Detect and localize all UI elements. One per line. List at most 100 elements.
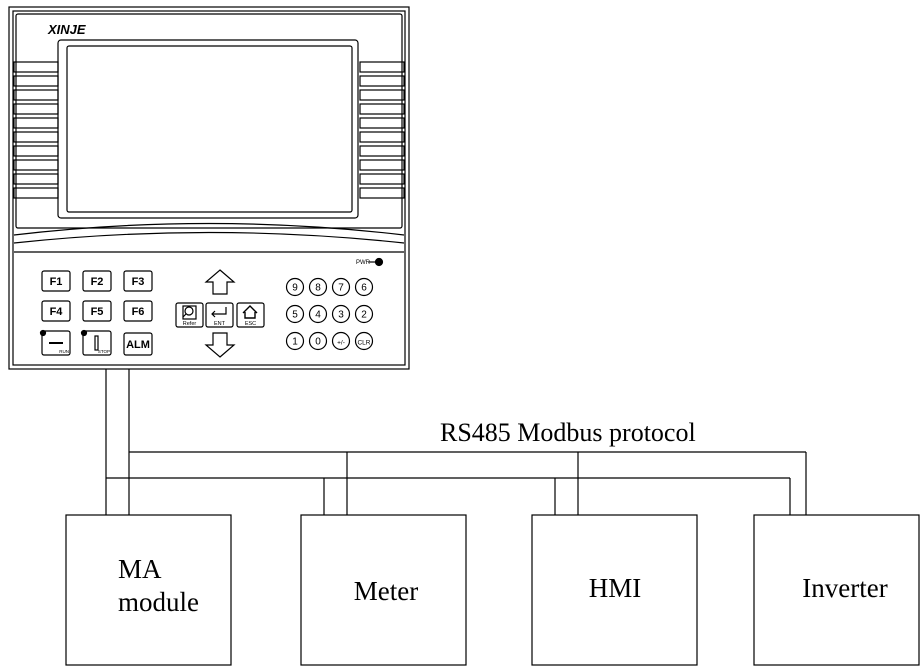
home-icon — [242, 305, 258, 319]
numpad-key-circle — [354, 331, 374, 351]
refer-key[interactable] — [175, 302, 204, 328]
f3-key[interactable] — [123, 270, 153, 292]
numpad-key-circle — [285, 277, 305, 297]
numpad-key[interactable]: CLR — [354, 331, 374, 351]
vent-slot — [13, 89, 59, 101]
f4-key-label: F4 — [50, 306, 64, 318]
f6-key[interactable] — [123, 300, 153, 322]
bus-protocol-label: RS485 Modbus protocol — [440, 418, 696, 447]
inverter-label: Inverter — [802, 573, 887, 603]
function-keys: F1 F2 F3 F4 F5 F6 — [41, 270, 153, 322]
vent-slot — [359, 159, 405, 171]
numpad-key-circle — [285, 331, 305, 351]
meter-box — [300, 514, 467, 666]
numpad-key-label: 3 — [338, 310, 344, 321]
numpad-key[interactable]: 4 — [308, 304, 328, 324]
vent-slot — [13, 131, 59, 143]
stop-key[interactable] — [82, 330, 112, 356]
brand-logo: XINJE — [47, 22, 86, 37]
numpad-key[interactable]: 9 — [285, 277, 305, 297]
run-key[interactable] — [41, 330, 71, 356]
panel-inner-frame — [12, 10, 406, 366]
vent-slot — [13, 173, 59, 185]
ma-module-label-line2: module — [118, 587, 199, 617]
numpad-key[interactable]: 8 — [308, 277, 328, 297]
numpad-key-label: +/- — [337, 340, 345, 347]
hmi-box — [531, 514, 698, 666]
devices — [65, 514, 920, 666]
vent-slot — [13, 159, 59, 171]
vent-slot — [13, 187, 59, 199]
panel-front-face — [15, 13, 403, 229]
ma-module-label-line1: MA — [118, 554, 162, 584]
enter-arrow-icon — [211, 307, 227, 318]
numpad-key[interactable]: 5 — [285, 304, 305, 324]
f4-key[interactable] — [41, 300, 71, 322]
numpad-key[interactable]: 6 — [354, 277, 374, 297]
numpad-key[interactable]: 0 — [308, 331, 328, 351]
hmi-label: HMI — [589, 573, 642, 603]
numpad-key-label: CLR — [357, 340, 370, 347]
numpad-key-label: 4 — [315, 310, 321, 321]
left-vent-slots — [13, 61, 59, 199]
alm-key-label: ALM — [126, 339, 150, 351]
numpad-key[interactable]: 2 — [354, 304, 374, 324]
panel-lower-curve-2 — [13, 231, 405, 244]
numpad-key[interactable]: 1 — [285, 331, 305, 351]
numpad-key-circle — [308, 277, 328, 297]
numpad-key-label: 7 — [338, 283, 344, 294]
refer-magnifier-icon — [184, 306, 194, 316]
ent-key-label: ENT — [214, 321, 226, 327]
numpad-key-label: 8 — [315, 283, 321, 294]
vent-slot — [359, 145, 405, 157]
f5-key-label: F5 — [91, 306, 104, 318]
esc-key[interactable] — [236, 302, 265, 328]
esc-key-label: ESC — [245, 321, 256, 327]
numpad-key[interactable]: 7 — [331, 277, 351, 297]
alm-key[interactable] — [123, 332, 153, 356]
vent-slot — [359, 117, 405, 129]
run-key-label: RUN — [59, 349, 69, 354]
numpad-key-circle — [331, 331, 351, 351]
down-arrow-key-icon[interactable] — [204, 332, 236, 358]
vent-slot — [359, 103, 405, 115]
hmi-panel: XINJE PWR F1 F2 F3 F4 F5 F6 — [8, 6, 410, 370]
rs485-bus-wiring — [105, 369, 807, 515]
navigation-keys: Refer ENT ESC — [175, 302, 265, 328]
vent-slot — [13, 61, 59, 73]
numpad-key-label: 5 — [292, 310, 298, 321]
vent-slot — [13, 75, 59, 87]
ent-key[interactable] — [205, 302, 234, 328]
numpad-key-label: 9 — [292, 283, 298, 294]
stop-key-label: STOP — [98, 349, 110, 354]
vent-slot — [359, 75, 405, 87]
numpad-key-circle — [354, 277, 374, 297]
vent-slot — [359, 173, 405, 185]
meter-label: Meter — [354, 576, 418, 606]
numpad-key-label: 1 — [292, 337, 298, 348]
vent-slot — [13, 103, 59, 115]
up-arrow-key-icon[interactable] — [204, 269, 236, 295]
vent-slot — [13, 117, 59, 129]
f2-key[interactable] — [82, 270, 112, 292]
numpad-key-circle — [331, 277, 351, 297]
f5-key[interactable] — [82, 300, 112, 322]
numpad-key[interactable]: 3 — [331, 304, 351, 324]
inverter-box — [753, 514, 920, 666]
f3-key-label: F3 — [132, 276, 145, 288]
stop-key-symbol — [94, 335, 99, 351]
panel-lower-curve — [13, 222, 405, 236]
refer-key-label: Refer — [183, 321, 197, 327]
vent-slot — [359, 61, 405, 73]
f1-key[interactable] — [41, 270, 71, 292]
vent-slot — [13, 145, 59, 157]
f6-key-label: F6 — [132, 306, 145, 318]
numpad-key[interactable]: +/- — [331, 331, 351, 351]
display-screen — [66, 45, 353, 213]
display-screen-bezel — [57, 39, 359, 219]
vent-slot — [359, 131, 405, 143]
panel-outer-frame — [8, 6, 410, 370]
numpad-key-circle — [308, 304, 328, 324]
